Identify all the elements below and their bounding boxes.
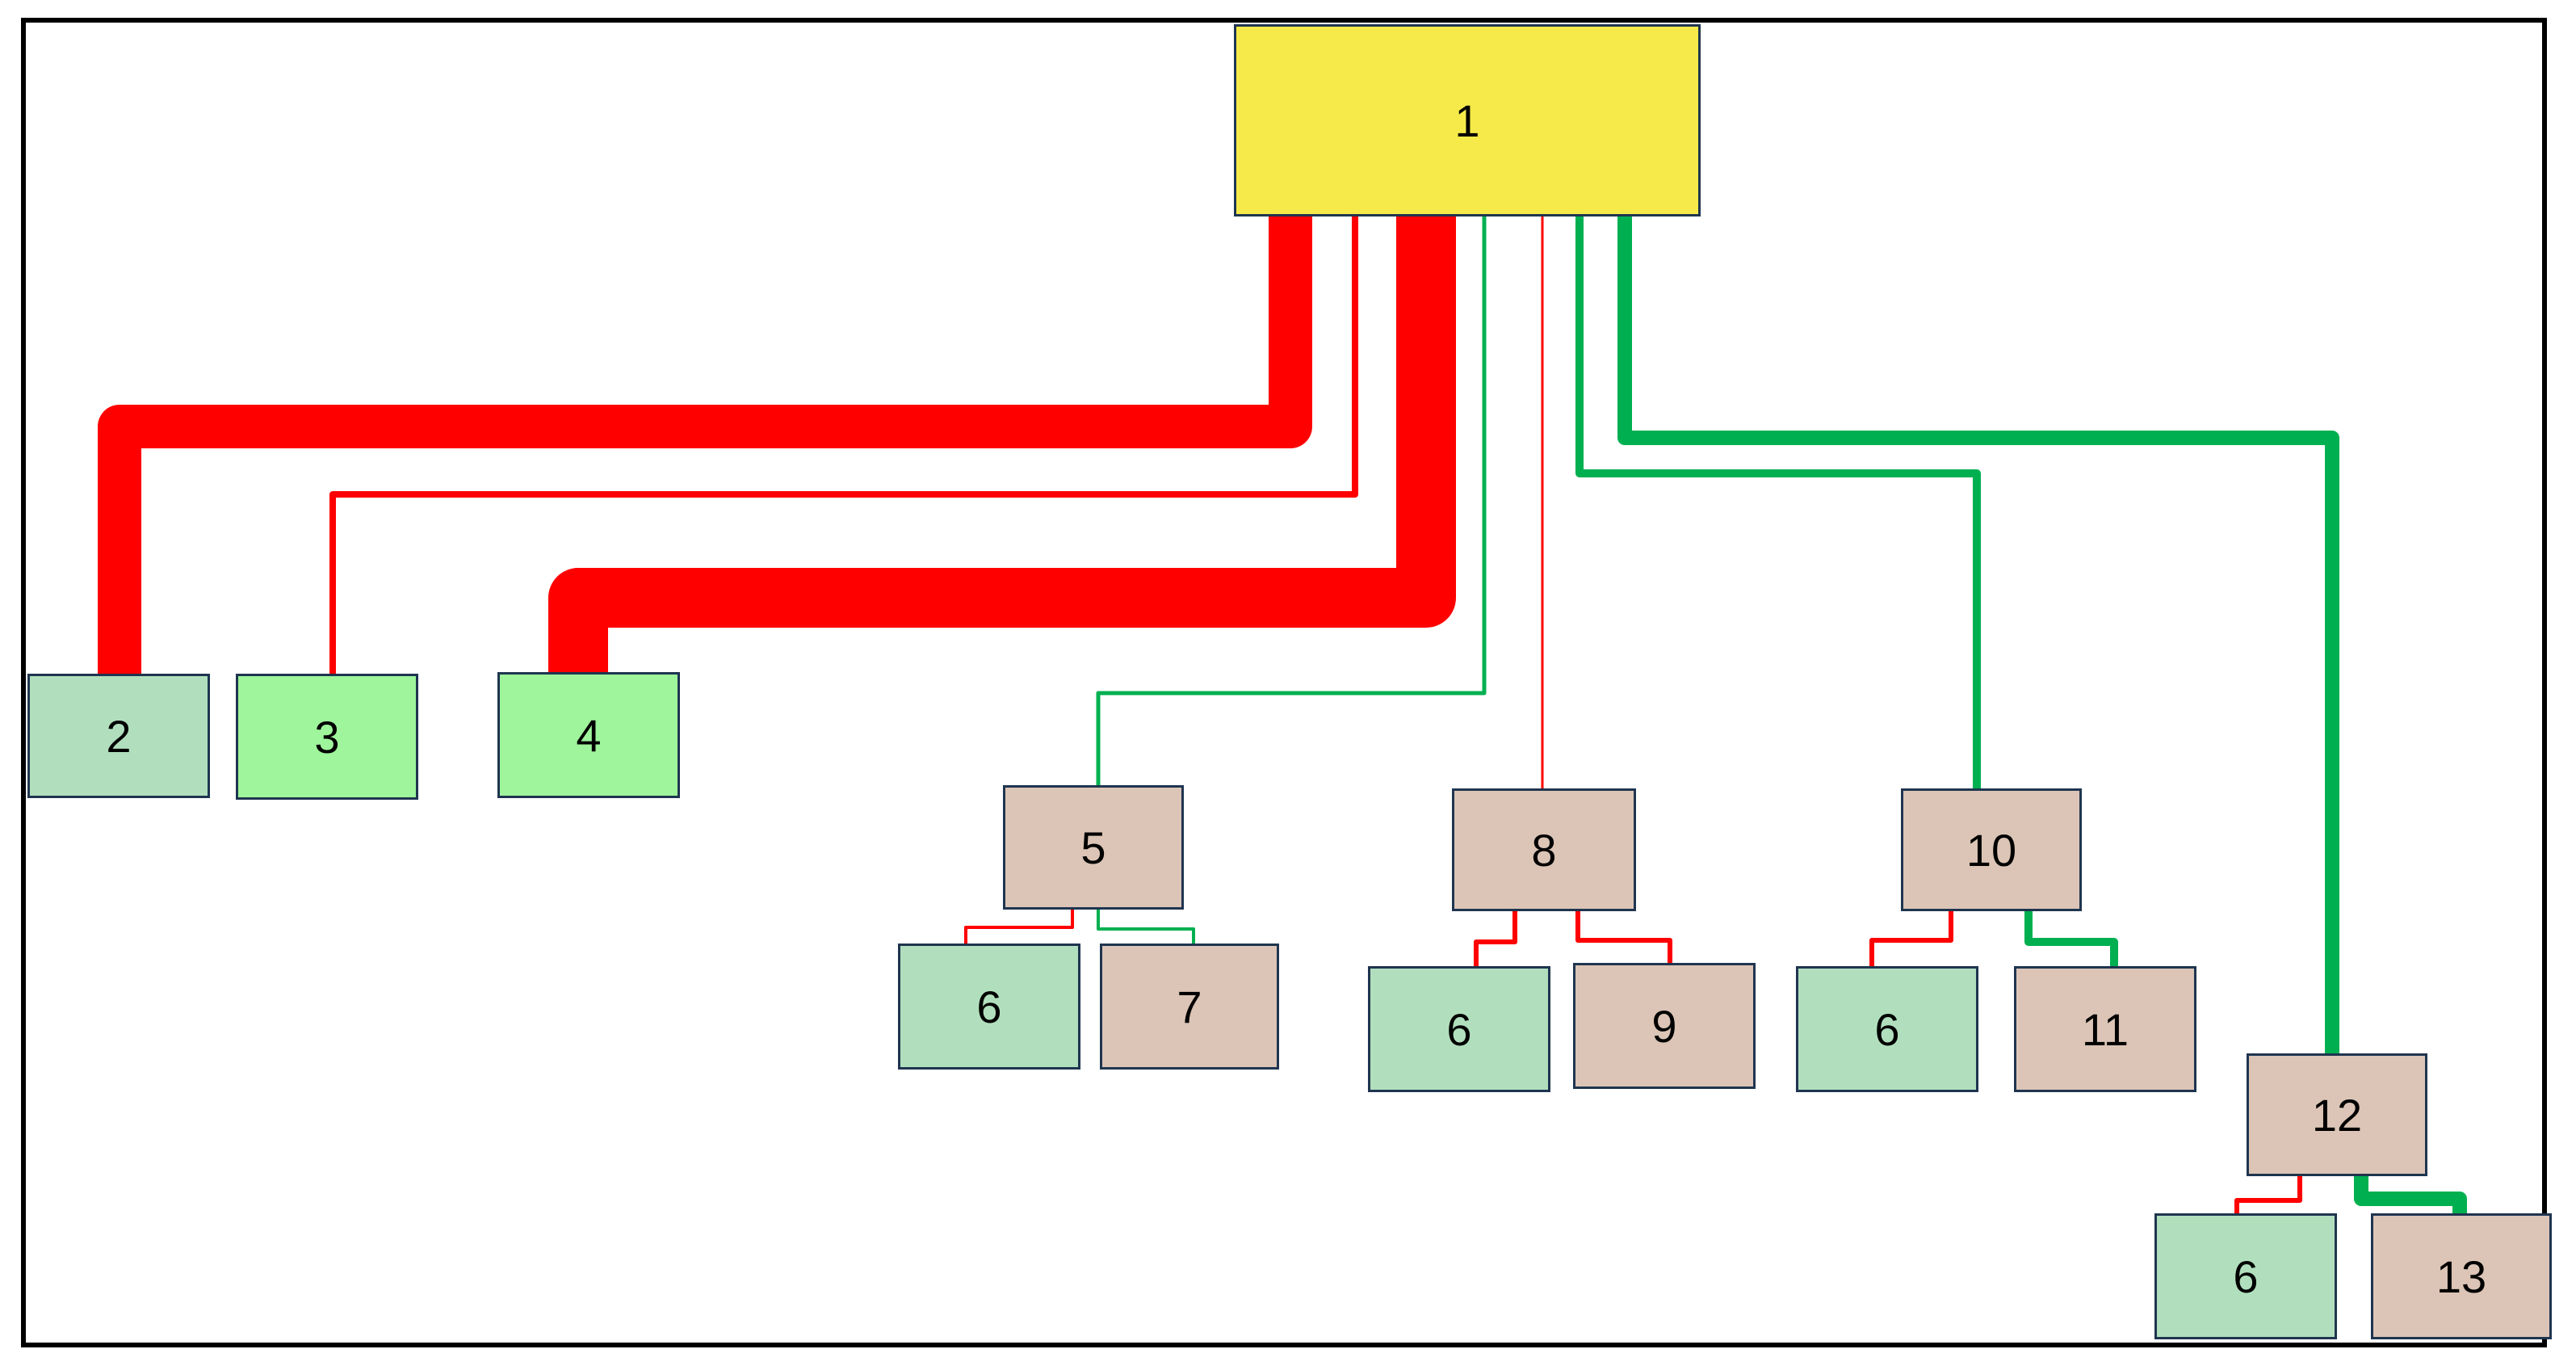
node-1: 1 — [1234, 24, 1701, 216]
node-8: 8 — [1452, 788, 1636, 911]
node-5: 5 — [1003, 785, 1184, 910]
node-11-label: 11 — [2081, 1003, 2129, 1055]
node-6-under-8: 6 — [1368, 966, 1550, 1092]
node-6-under-5-label: 6 — [976, 981, 1002, 1032]
link-1-10 — [1575, 216, 1981, 788]
node-10-label: 10 — [1966, 824, 2017, 876]
node-6-under-10-label: 6 — [1874, 1003, 1900, 1055]
node-9: 9 — [1573, 963, 1756, 1089]
node-8-label: 8 — [1531, 824, 1557, 876]
node-11: 11 — [2014, 966, 2196, 1092]
link-1-12 — [1617, 216, 2339, 1053]
node-2: 2 — [27, 674, 210, 798]
link-10-11 — [2024, 911, 2118, 968]
node-6-under-12-label: 6 — [2233, 1250, 2259, 1302]
node-6-under-12: 6 — [2154, 1213, 2337, 1339]
node-1-label: 1 — [1454, 95, 1480, 146]
node-12: 12 — [2247, 1053, 2427, 1176]
node-7-label: 7 — [1177, 981, 1202, 1032]
link-12-13 — [2354, 1176, 2467, 1215]
link-10-6 — [1869, 911, 1953, 968]
link-8-6 — [1474, 911, 1517, 968]
link-1-2 — [98, 216, 1312, 674]
node-4: 4 — [497, 672, 680, 798]
link-1-3 — [329, 216, 1358, 674]
node-3-label: 3 — [314, 711, 340, 763]
link-5-6 — [964, 910, 1074, 945]
node-3: 3 — [236, 674, 418, 800]
node-10: 10 — [1901, 788, 2082, 911]
link-8-9 — [1575, 911, 1672, 965]
node-5-label: 5 — [1080, 822, 1106, 873]
link-1-5 — [1096, 216, 1487, 785]
link-5-7 — [1097, 910, 1195, 945]
link-12-6 — [2234, 1176, 2302, 1215]
node-6-under-8-label: 6 — [1446, 1003, 1472, 1055]
node-9-label: 9 — [1651, 1000, 1677, 1052]
node-4-label: 4 — [576, 709, 602, 761]
link-1-4 — [548, 216, 1456, 674]
node-7: 7 — [1100, 944, 1279, 1070]
node-13-label: 13 — [2435, 1250, 2487, 1302]
node-6-under-5: 6 — [898, 944, 1080, 1070]
node-6-under-10: 6 — [1796, 966, 1978, 1092]
node-13: 13 — [2371, 1213, 2552, 1339]
node-2-label: 2 — [106, 710, 132, 762]
node-12-label: 12 — [2311, 1089, 2363, 1141]
